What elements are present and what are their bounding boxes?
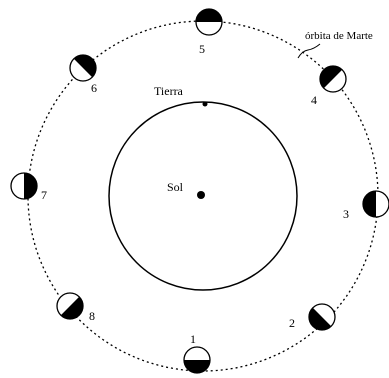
mars-phase-5 — [196, 9, 222, 35]
sun-label: Sol — [167, 180, 184, 194]
earth-label: Tierra — [154, 84, 184, 98]
earth-marker — [203, 102, 208, 107]
mars-phase-8 — [57, 293, 83, 319]
phase-number-7: 7 — [41, 188, 47, 202]
phase-number-8: 8 — [89, 309, 95, 323]
mars-orbit-leader — [298, 44, 320, 58]
mars-phase-4 — [320, 66, 346, 92]
phase-number-5: 5 — [199, 42, 205, 56]
mars-phase-6 — [70, 55, 96, 81]
phase-number-2: 2 — [289, 316, 295, 330]
phase-number-3: 3 — [343, 207, 349, 221]
phase-number-6: 6 — [91, 81, 97, 95]
sun-dot — [197, 191, 205, 199]
mars-phase-7 — [11, 173, 37, 199]
mars-orbit-label: órbita de Marte — [305, 30, 373, 42]
mars-phase-3 — [363, 191, 389, 217]
phase-number-1: 1 — [190, 332, 196, 346]
mars-phase-1 — [184, 347, 210, 373]
mars-phase-2 — [309, 304, 335, 330]
phase-number-4: 4 — [311, 93, 317, 107]
